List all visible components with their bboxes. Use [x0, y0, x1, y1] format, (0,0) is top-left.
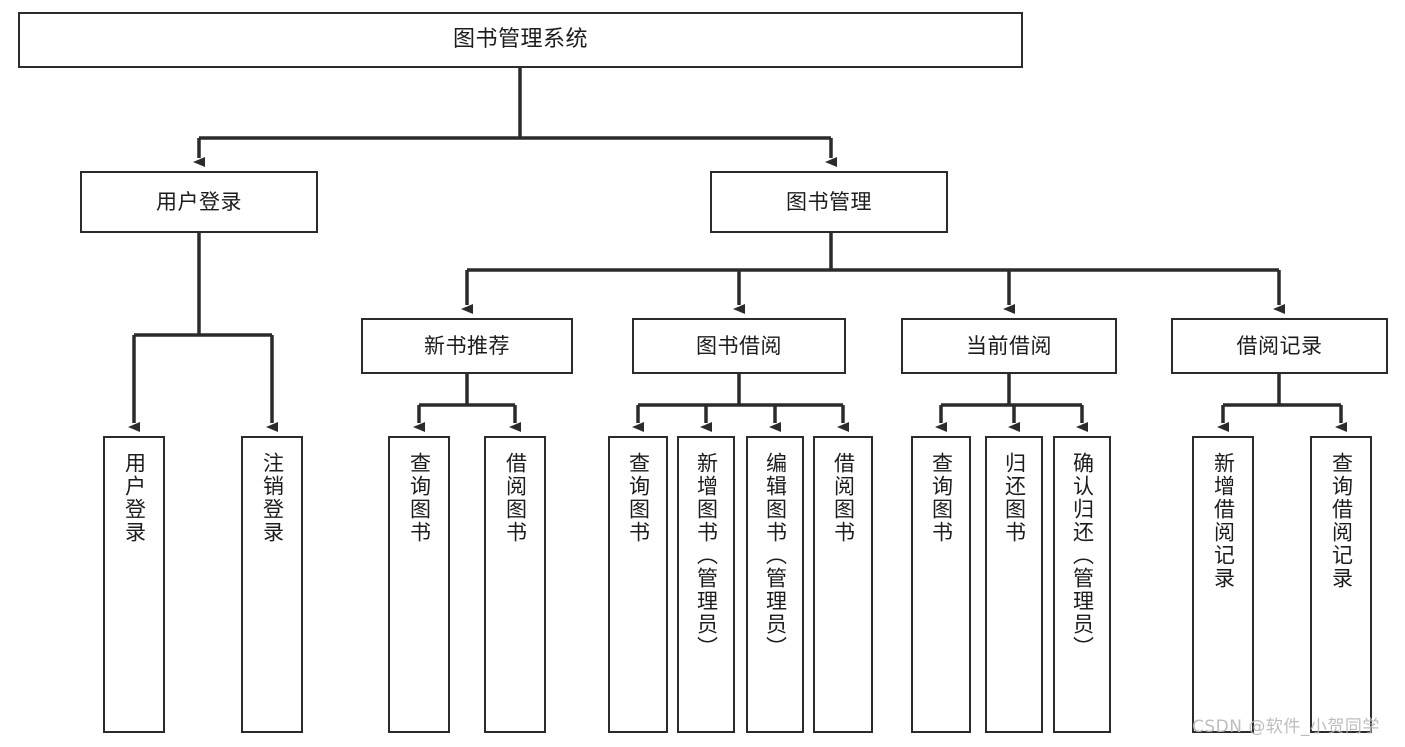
- node-new-book-recommend-label: 新书推荐: [424, 333, 510, 358]
- node-leaf-logout[interactable]: 注销登录: [241, 436, 303, 733]
- node-current-borrow-label: 当前借阅: [966, 333, 1052, 358]
- node-leaf-confirm-return-admin[interactable]: 确认归还（管理员）: [1053, 436, 1111, 733]
- node-leaf-query-books-recommend-label: 查询图书: [407, 452, 432, 544]
- node-leaf-query-books-borrow-label: 查询图书: [626, 452, 651, 544]
- node-leaf-borrow-books-recommend[interactable]: 借阅图书: [484, 436, 546, 733]
- node-leaf-edit-book-admin-label: 编辑图书（管理员）: [763, 452, 788, 659]
- node-book-management-label: 图书管理: [786, 189, 872, 214]
- node-leaf-borrow-book[interactable]: 借阅图书: [813, 436, 873, 733]
- node-root-label: 图书管理系统: [452, 27, 588, 53]
- node-user-login[interactable]: 用户登录: [80, 171, 318, 233]
- node-leaf-confirm-return-admin-label: 确认归还（管理员）: [1070, 452, 1095, 659]
- node-current-borrow[interactable]: 当前借阅: [901, 318, 1117, 374]
- node-leaf-user-login[interactable]: 用户登录: [103, 436, 165, 733]
- node-leaf-borrow-book-label: 借阅图书: [831, 452, 856, 544]
- node-book-borrow-label: 图书借阅: [696, 333, 782, 358]
- node-leaf-return-book[interactable]: 归还图书: [985, 436, 1043, 733]
- node-borrow-record-label: 借阅记录: [1236, 333, 1323, 358]
- node-user-login-label: 用户登录: [156, 189, 242, 214]
- node-leaf-return-book-label: 归还图书: [1002, 452, 1027, 544]
- node-leaf-query-borrow-record-label: 查询借阅记录: [1329, 452, 1354, 590]
- node-leaf-borrow-books-recommend-label: 借阅图书: [503, 452, 528, 544]
- node-book-borrow[interactable]: 图书借阅: [632, 318, 846, 374]
- node-leaf-edit-book-admin[interactable]: 编辑图书（管理员）: [746, 436, 804, 733]
- node-new-book-recommend[interactable]: 新书推荐: [361, 318, 573, 374]
- node-book-management[interactable]: 图书管理: [710, 171, 948, 233]
- node-leaf-add-book-admin-label: 新增图书（管理员）: [694, 452, 719, 659]
- node-leaf-add-borrow-record[interactable]: 新增借阅记录: [1192, 436, 1254, 733]
- node-leaf-query-borrow-record[interactable]: 查询借阅记录: [1310, 436, 1372, 733]
- node-leaf-query-books-current-label: 查询图书: [929, 452, 954, 544]
- node-leaf-add-borrow-record-label: 新增借阅记录: [1211, 452, 1236, 590]
- node-root[interactable]: 图书管理系统: [18, 12, 1023, 68]
- node-leaf-query-books-recommend[interactable]: 查询图书: [388, 436, 450, 733]
- node-leaf-query-books-current[interactable]: 查询图书: [911, 436, 971, 733]
- node-borrow-record[interactable]: 借阅记录: [1171, 318, 1388, 374]
- node-leaf-logout-label: 注销登录: [260, 452, 285, 544]
- node-leaf-query-books-borrow[interactable]: 查询图书: [608, 436, 668, 733]
- node-leaf-add-book-admin[interactable]: 新增图书（管理员）: [677, 436, 735, 733]
- watermark: CSDN @软件_小贺同学: [1192, 717, 1380, 737]
- node-leaf-user-login-label: 用户登录: [122, 452, 147, 544]
